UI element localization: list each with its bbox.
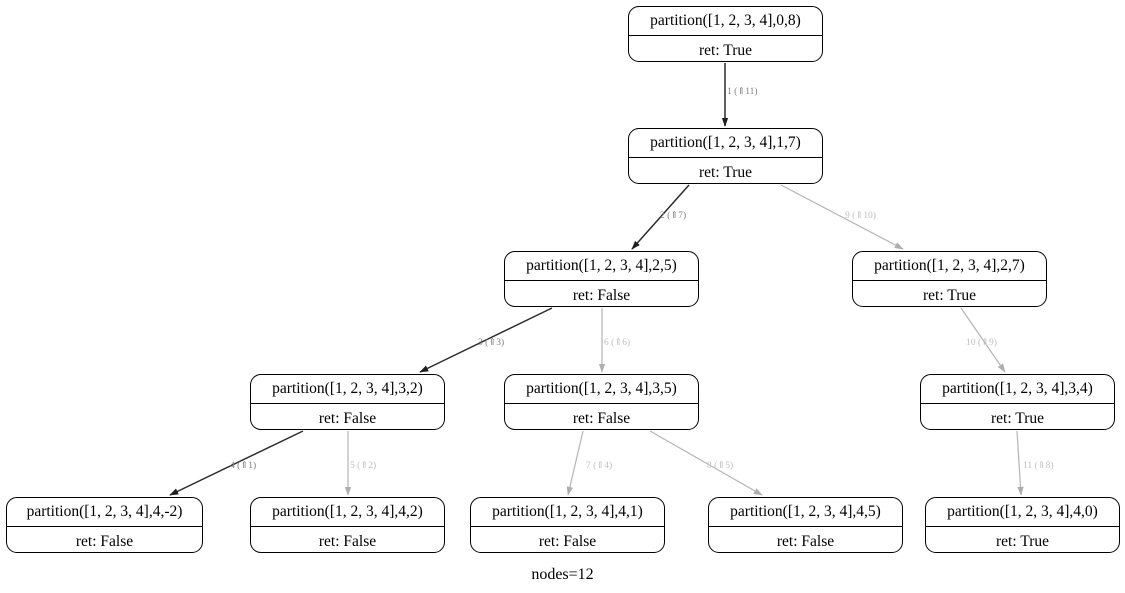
call-node: partition([1, 2, 3, 4],3,2) ret: False — [250, 374, 445, 430]
node-return-value: ret: False — [538, 532, 597, 550]
edge-label: 11 (⇑8) — [1023, 461, 1054, 471]
edge-label: 10 (⇑9) — [966, 338, 997, 348]
node-call-signature: partition([1, 2, 3, 4],4,-2) — [7, 498, 202, 527]
call-node: partition([1, 2, 3, 4],4,-2) ret: False — [6, 497, 203, 553]
edge-label: 4 (⇑1) — [230, 461, 257, 471]
call-node: partition([1, 2, 3, 4],0,8) ret: True — [628, 6, 823, 62]
node-return-value: ret: True — [699, 41, 752, 59]
edge-label: 1 (⇑11) — [727, 87, 758, 97]
call-node: partition([1, 2, 3, 4],4,5) ret: False — [708, 497, 903, 553]
node-call-signature: partition([1, 2, 3, 4],2,5) — [505, 252, 698, 281]
node-return-value: ret: False — [572, 409, 631, 427]
node-return-value: ret: False — [318, 409, 377, 427]
edge-label: 5 (⇑2) — [350, 461, 377, 471]
call-node: partition([1, 2, 3, 4],4,1) ret: False — [470, 497, 665, 553]
call-node: partition([1, 2, 3, 4],3,4) ret: True — [920, 374, 1115, 430]
node-call-signature: partition([1, 2, 3, 4],4,5) — [709, 498, 902, 527]
node-call-signature: partition([1, 2, 3, 4],3,2) — [251, 375, 444, 404]
node-call-signature: partition([1, 2, 3, 4],4,0) — [926, 498, 1119, 527]
node-call-signature: partition([1, 2, 3, 4],2,7) — [853, 252, 1046, 281]
node-call-signature: partition([1, 2, 3, 4],3,5) — [505, 375, 698, 404]
node-return-value: ret: False — [776, 532, 835, 550]
node-return-value: ret: True — [991, 409, 1044, 427]
call-node: partition([1, 2, 3, 4],3,5) ret: False — [504, 374, 699, 430]
call-node: partition([1, 2, 3, 4],1,7) ret: True — [628, 128, 823, 184]
node-return-value: ret: False — [318, 532, 377, 550]
call-node: partition([1, 2, 3, 4],4,2) ret: False — [250, 497, 445, 553]
node-count-caption: nodes=12 — [531, 566, 594, 583]
node-call-signature: partition([1, 2, 3, 4],1,7) — [629, 129, 822, 158]
edge-label: 6 (⇑6) — [604, 338, 631, 348]
call-node: partition([1, 2, 3, 4],2,7) ret: True — [852, 251, 1047, 307]
node-return-value: ret: True — [923, 286, 976, 304]
node-return-value: ret: True — [699, 163, 752, 181]
node-return-value: ret: False — [572, 286, 631, 304]
node-call-signature: partition([1, 2, 3, 4],4,1) — [471, 498, 664, 527]
call-node: partition([1, 2, 3, 4],2,5) ret: False — [504, 251, 699, 307]
node-return-value: ret: False — [75, 532, 134, 550]
node-call-signature: partition([1, 2, 3, 4],3,4) — [921, 375, 1114, 404]
tree-edge — [649, 430, 763, 496]
edge-label: 7 (⇑4) — [586, 461, 613, 471]
edge-label: 2 (⇑7) — [660, 211, 687, 221]
node-call-signature: partition([1, 2, 3, 4],4,2) — [251, 498, 444, 527]
node-return-value: ret: True — [996, 532, 1049, 550]
edge-label: 8 (⇑5) — [707, 461, 734, 471]
node-call-signature: partition([1, 2, 3, 4],0,8) — [629, 7, 822, 36]
tree-edge — [1016, 430, 1024, 496]
tree-edge — [566, 430, 584, 496]
edge-label: 3 (⇑3) — [478, 338, 505, 348]
tree-edge — [780, 184, 904, 250]
call-node: partition([1, 2, 3, 4],4,0) ret: True — [925, 497, 1120, 553]
edge-label: 9 (⇑10) — [845, 211, 876, 221]
